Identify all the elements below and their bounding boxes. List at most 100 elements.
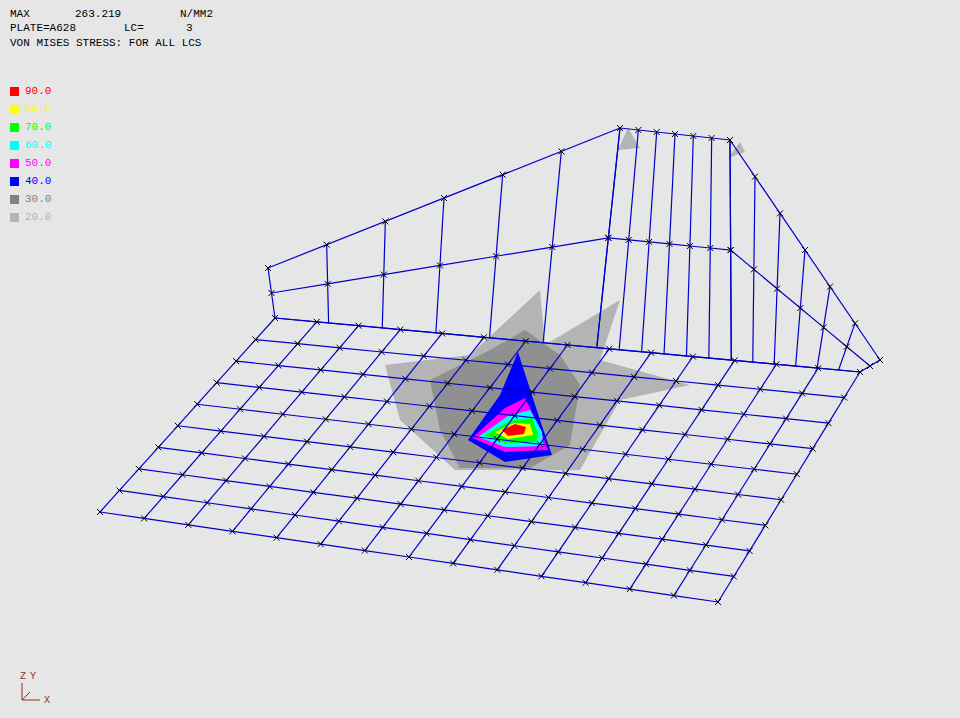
cross-stroke	[398, 501, 404, 507]
cross-stroke	[799, 390, 805, 396]
node-cross	[572, 394, 578, 400]
mesh-edge	[531, 497, 548, 521]
cross-stroke	[229, 528, 235, 534]
node-cross	[877, 357, 883, 363]
mesh-edge	[479, 439, 497, 463]
legend-text: 80.0	[25, 103, 51, 116]
cross-stroke	[565, 342, 571, 348]
node-cross	[537, 441, 543, 447]
node-cross	[741, 411, 747, 417]
cross-stroke	[253, 337, 259, 343]
mesh-edge	[278, 366, 320, 370]
cross-stroke	[690, 133, 696, 139]
node-cross	[606, 346, 612, 352]
node-cross	[708, 461, 714, 467]
cross-stroke	[605, 235, 611, 241]
cross-stroke	[314, 319, 320, 325]
mesh-edge	[332, 447, 350, 470]
legend-swatch	[10, 105, 19, 114]
mesh-edge	[462, 463, 480, 487]
cross-stroke	[690, 133, 696, 139]
mesh-edge	[575, 527, 619, 533]
cross-stroke	[379, 349, 385, 355]
mesh-edge	[497, 439, 540, 444]
cross-stroke	[295, 341, 301, 347]
cross-stroke	[773, 361, 779, 367]
cross-stroke	[649, 481, 655, 487]
node-cross	[799, 390, 805, 396]
node-cross	[223, 478, 229, 484]
cross-stroke	[242, 455, 248, 461]
mesh-edge	[202, 453, 245, 459]
mesh-edge	[365, 527, 383, 550]
cross-stroke	[767, 441, 773, 447]
mesh-edge	[232, 509, 251, 531]
cross-stroke	[687, 567, 693, 573]
mesh-edge	[339, 498, 357, 521]
node-cross	[757, 386, 763, 392]
mesh-edge	[515, 416, 558, 421]
mesh-edge	[298, 322, 317, 344]
axis-label: Z	[20, 670, 26, 683]
mesh-edge	[642, 405, 659, 429]
node-cross	[382, 218, 388, 224]
cross-stroke	[708, 461, 714, 467]
mesh-edge	[557, 420, 600, 425]
cross-stroke	[614, 398, 620, 404]
mesh-edge	[750, 525, 766, 551]
cross-stroke	[687, 243, 693, 249]
mesh-edge	[466, 360, 508, 364]
cross-stroke	[337, 345, 343, 351]
node-cross	[554, 417, 560, 423]
cross-stroke	[605, 235, 611, 241]
mesh-edge	[251, 509, 295, 515]
cross-stroke	[767, 441, 773, 447]
mesh-edge	[630, 589, 674, 595]
wall-edge	[649, 242, 669, 244]
cross-stroke	[646, 239, 652, 245]
mesh-edge	[245, 458, 288, 464]
node-cross	[751, 266, 757, 272]
wall-edge	[272, 284, 328, 293]
cross-stroke	[299, 389, 305, 395]
node-cross	[274, 535, 280, 541]
mesh-edge	[479, 463, 522, 468]
mesh-edge	[738, 469, 754, 494]
mesh-edge	[523, 468, 566, 473]
node-cross	[605, 235, 611, 241]
mesh-edge	[369, 424, 412, 429]
cross-stroke	[732, 357, 738, 363]
mesh-edge	[558, 552, 602, 558]
cross-stroke	[481, 334, 487, 340]
node-marks	[97, 125, 883, 605]
cross-stroke	[463, 357, 469, 363]
cross-stroke	[707, 245, 713, 251]
cross-stroke	[256, 384, 262, 390]
cross-stroke	[606, 476, 612, 482]
cross-stroke	[441, 507, 447, 513]
mesh-edge	[163, 475, 182, 497]
mesh-edge	[430, 406, 473, 411]
mesh-lines	[100, 128, 880, 602]
cross-stroke	[439, 330, 445, 336]
node-cross	[360, 371, 366, 377]
mesh-edge	[430, 383, 448, 406]
cross-stroke	[493, 253, 499, 259]
node-cross	[180, 472, 186, 478]
wall-edge	[731, 250, 754, 269]
cross-stroke	[310, 489, 316, 495]
node-cross	[821, 324, 827, 330]
wall-edge	[619, 130, 638, 350]
mesh-edge	[321, 521, 339, 544]
cross-stroke	[487, 385, 493, 391]
cross-stroke	[632, 506, 638, 512]
cross-stroke	[648, 350, 654, 356]
node-cross	[441, 195, 447, 201]
cross-stroke	[857, 369, 863, 375]
cross-stroke	[687, 567, 693, 573]
mesh-edge	[221, 409, 240, 431]
cross-stroke	[554, 417, 560, 423]
node-cross	[774, 286, 780, 292]
cross-stroke	[336, 518, 342, 524]
node-cross	[549, 244, 555, 250]
